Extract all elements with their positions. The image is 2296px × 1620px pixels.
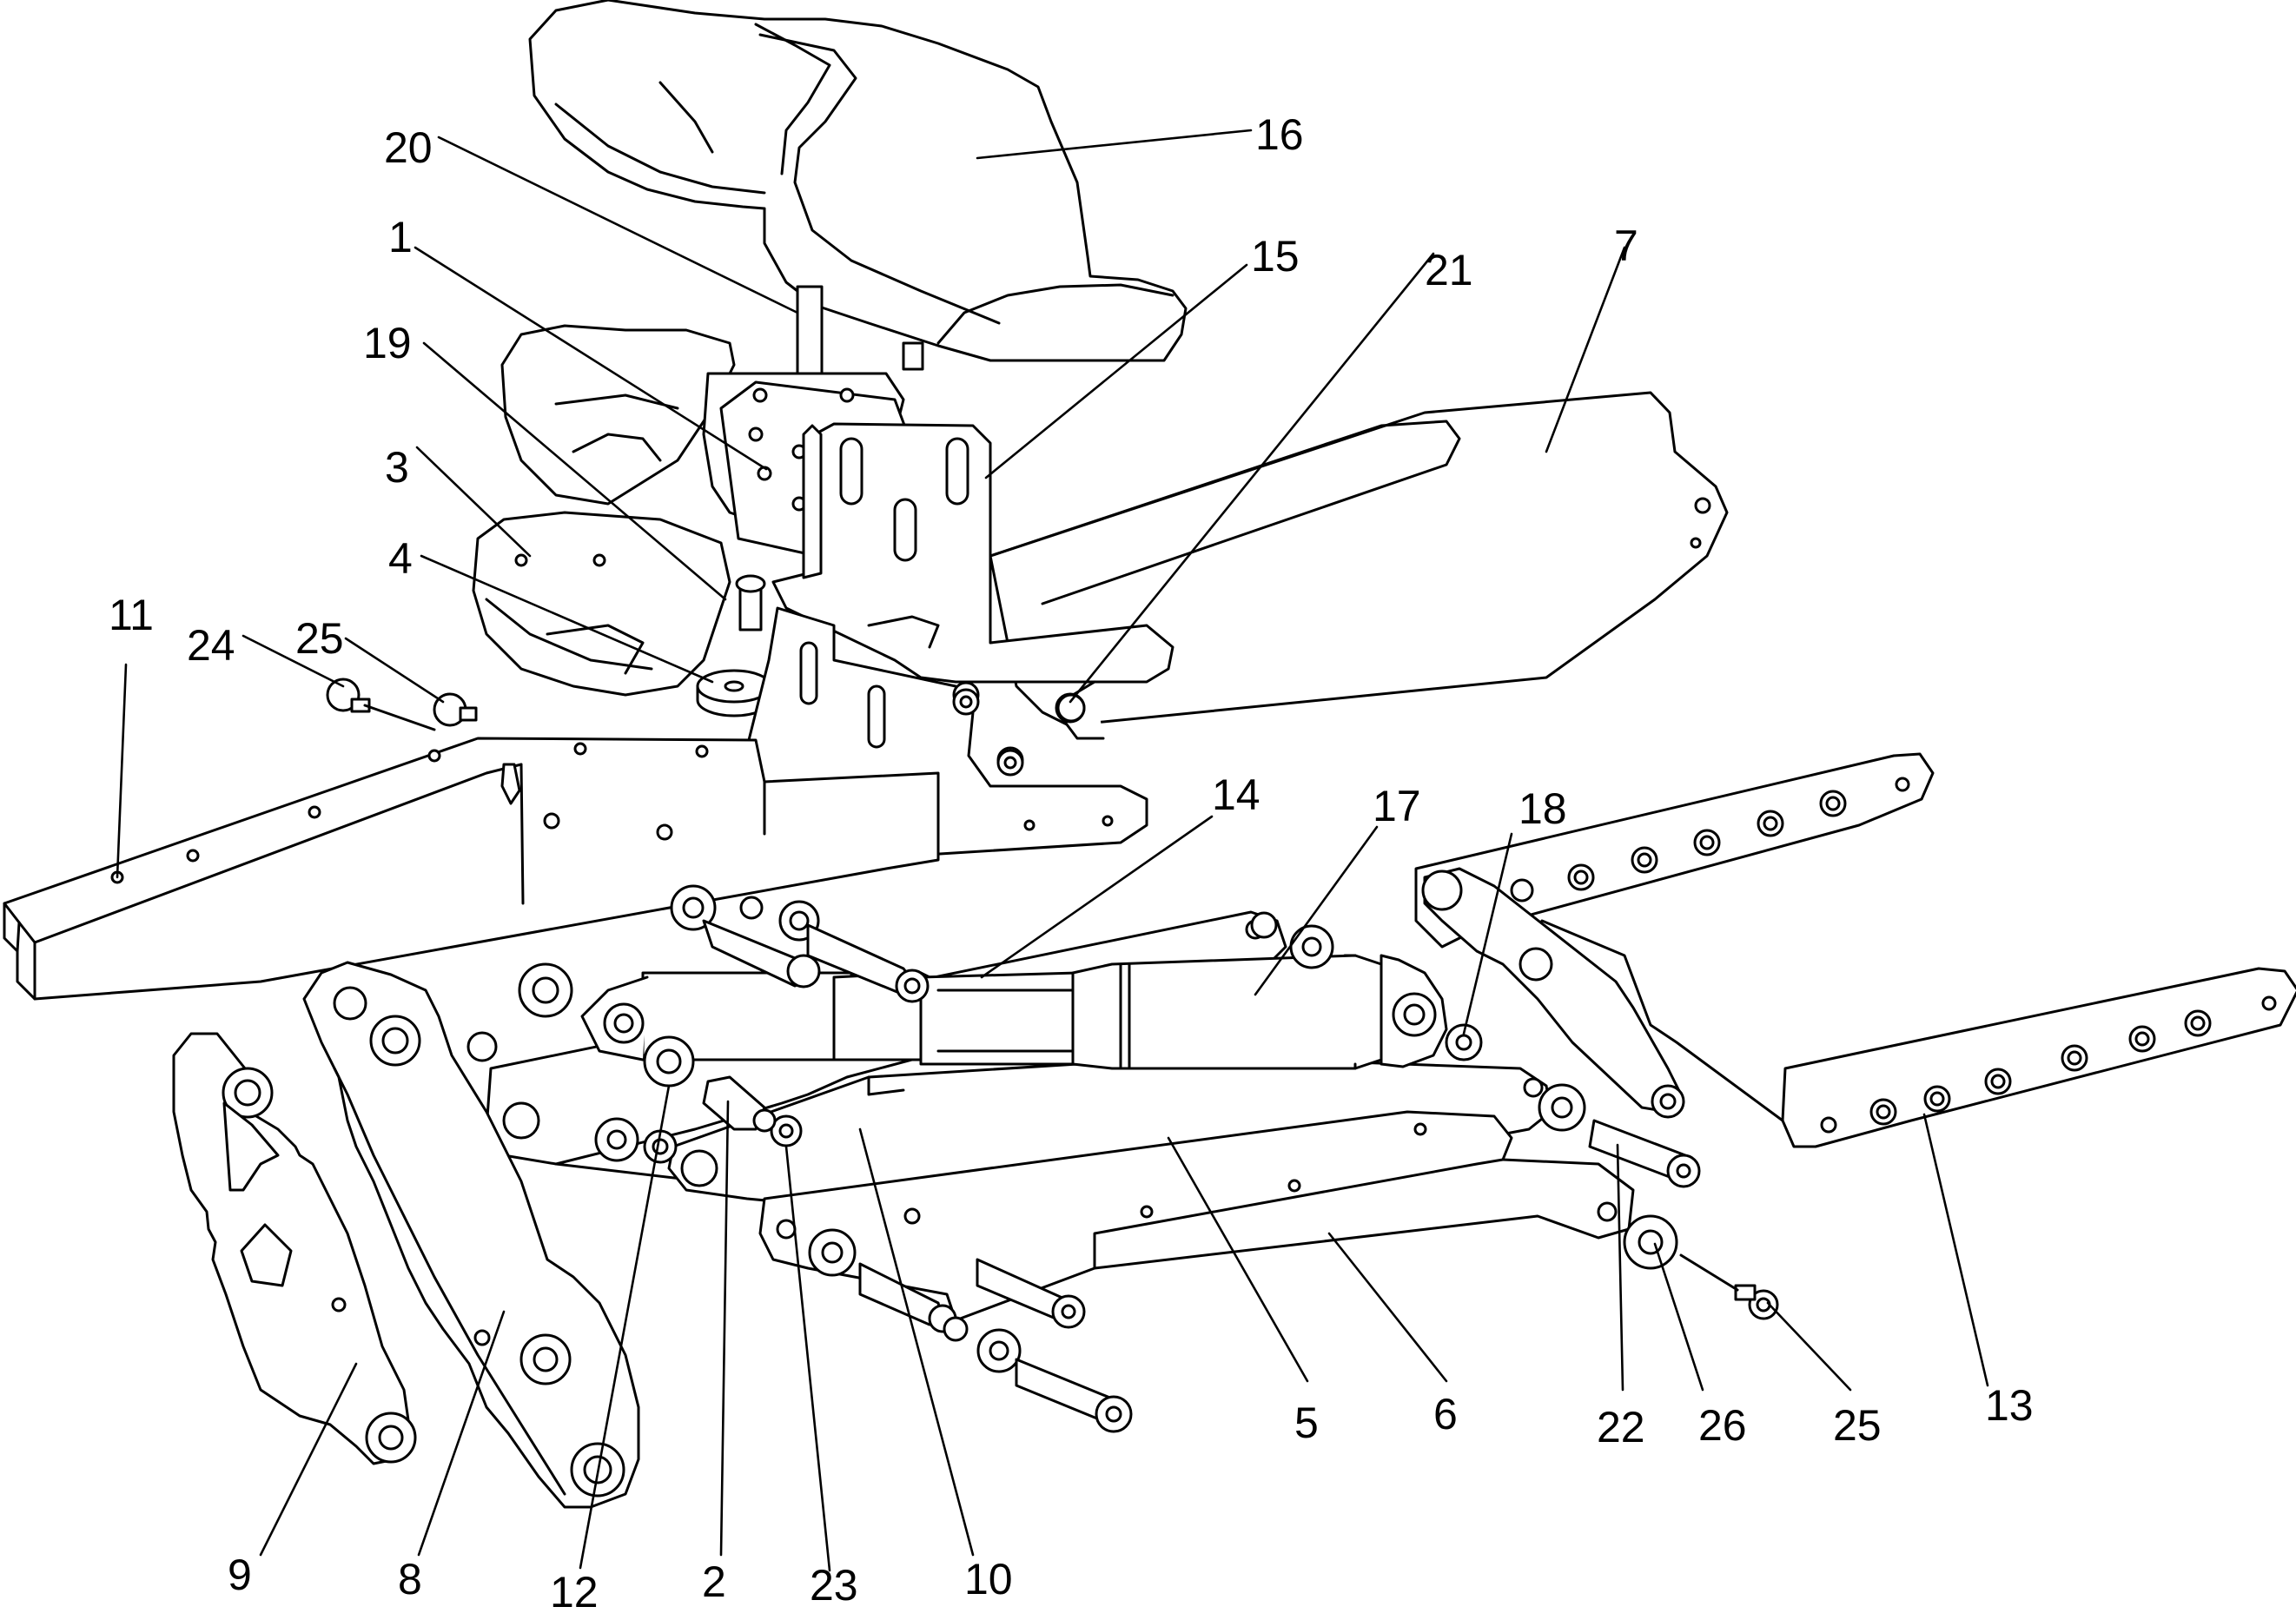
callout-13: 13: [1985, 1381, 2034, 1430]
callout-24: 24: [187, 621, 235, 670]
part-25-bolt-lower: [1679, 1253, 1779, 1320]
callout-2: 2: [702, 1557, 726, 1606]
part-23-clip: [752, 1108, 803, 1147]
part-13-perforated-arms: [1414, 752, 2296, 1148]
callout-26: 26: [1698, 1401, 1747, 1450]
part-1-seat-shell: [500, 324, 736, 506]
part-26-washer: [1623, 1214, 1678, 1270]
part-11-channel-beam: [3, 737, 940, 1001]
callout-labels: 20 16 1 15 21 7 19 3 4 11 24 25 14 17 18…: [109, 110, 2034, 1617]
part-9-side-link: [172, 1032, 417, 1465]
callout-16: 16: [1255, 110, 1304, 159]
part-22-pin: [1588, 1119, 1701, 1188]
part-17-cylinder: [1071, 954, 1448, 1070]
callout-25-upper: 25: [295, 614, 344, 663]
callout-12: 12: [550, 1568, 599, 1617]
part-3-seat-pan: [472, 511, 731, 697]
callout-25-lower: 25: [1833, 1401, 1882, 1450]
part-8-side-link: [302, 961, 640, 1509]
part-16-upper-cushion: [528, 0, 1188, 362]
callout-6: 6: [1433, 1390, 1458, 1438]
callout-3: 3: [385, 443, 409, 492]
callout-21: 21: [1425, 246, 1473, 294]
callout-1: 1: [388, 213, 413, 261]
callout-18: 18: [1519, 784, 1567, 833]
part-24-bolt: [326, 678, 436, 731]
callout-7: 7: [1614, 222, 1638, 270]
callout-5: 5: [1294, 1398, 1319, 1447]
pins-top: [670, 884, 930, 1003]
callout-15: 15: [1251, 232, 1300, 281]
callout-9: 9: [228, 1551, 252, 1599]
part-19-pin: [735, 574, 766, 631]
callout-22: 22: [1597, 1403, 1645, 1451]
callout-20: 20: [384, 123, 433, 172]
callout-17: 17: [1373, 782, 1421, 830]
part-21-screw: [1056, 693, 1086, 723]
bracket-screws: [952, 688, 1024, 777]
callout-19: 19: [363, 319, 412, 367]
right-pins: [1250, 911, 1586, 1132]
callout-11: 11: [109, 591, 154, 639]
callout-4: 4: [388, 534, 413, 583]
leader-lines: [116, 129, 1989, 1572]
callout-23: 23: [810, 1561, 858, 1610]
part-2-pin: [702, 1075, 766, 1131]
callout-10: 10: [964, 1555, 1013, 1603]
callout-8: 8: [398, 1555, 422, 1603]
callout-14: 14: [1212, 770, 1260, 819]
pins-bottom: [808, 1228, 1133, 1433]
part-25-bolt-upper: [433, 692, 478, 727]
